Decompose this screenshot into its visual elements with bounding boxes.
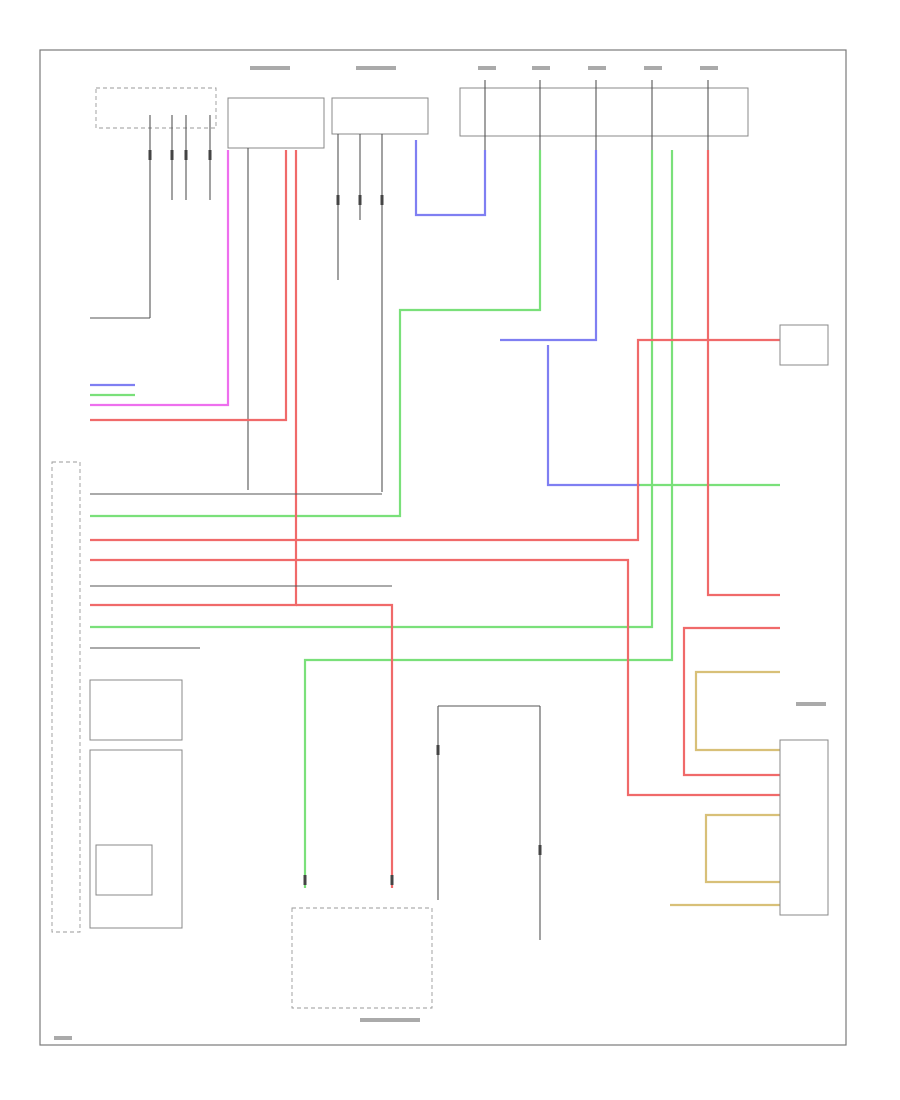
relay-box-left	[227, 97, 325, 149]
tiny-labels	[54, 66, 826, 1040]
right-upper-box	[779, 324, 829, 366]
red-wire-5	[90, 558, 780, 797]
yellow-wire-2	[704, 813, 780, 884]
blue-wire-top	[414, 140, 487, 217]
green-wire-vertical	[90, 150, 542, 518]
relay-box-right	[331, 97, 429, 135]
switch-box-2	[89, 749, 183, 929]
blue-wire-right	[500, 150, 598, 342]
connector-markers	[148, 150, 542, 885]
blue-wire-down	[546, 345, 640, 487]
yellow-wire-1	[694, 670, 780, 752]
top-right-connectors	[459, 80, 749, 150]
bottom-right-box	[779, 739, 829, 916]
switch-inner	[95, 844, 153, 896]
red-wire-2	[90, 150, 288, 422]
red-wire-1	[706, 150, 780, 597]
red-wire-3	[90, 150, 298, 607]
red-wire-6	[296, 603, 394, 888]
pink-wire	[90, 150, 230, 407]
diagram-frame	[39, 49, 847, 1046]
switch-box-1	[89, 679, 183, 741]
bottom-switch-box	[291, 907, 433, 1009]
red-wire-7	[682, 626, 780, 777]
red-wire-4	[90, 338, 780, 542]
green-wire-lower	[303, 150, 674, 888]
top-left-relays	[95, 87, 429, 492]
left-module-box	[51, 461, 81, 933]
green-wire-mid	[90, 150, 654, 629]
connector-box	[459, 87, 749, 137]
